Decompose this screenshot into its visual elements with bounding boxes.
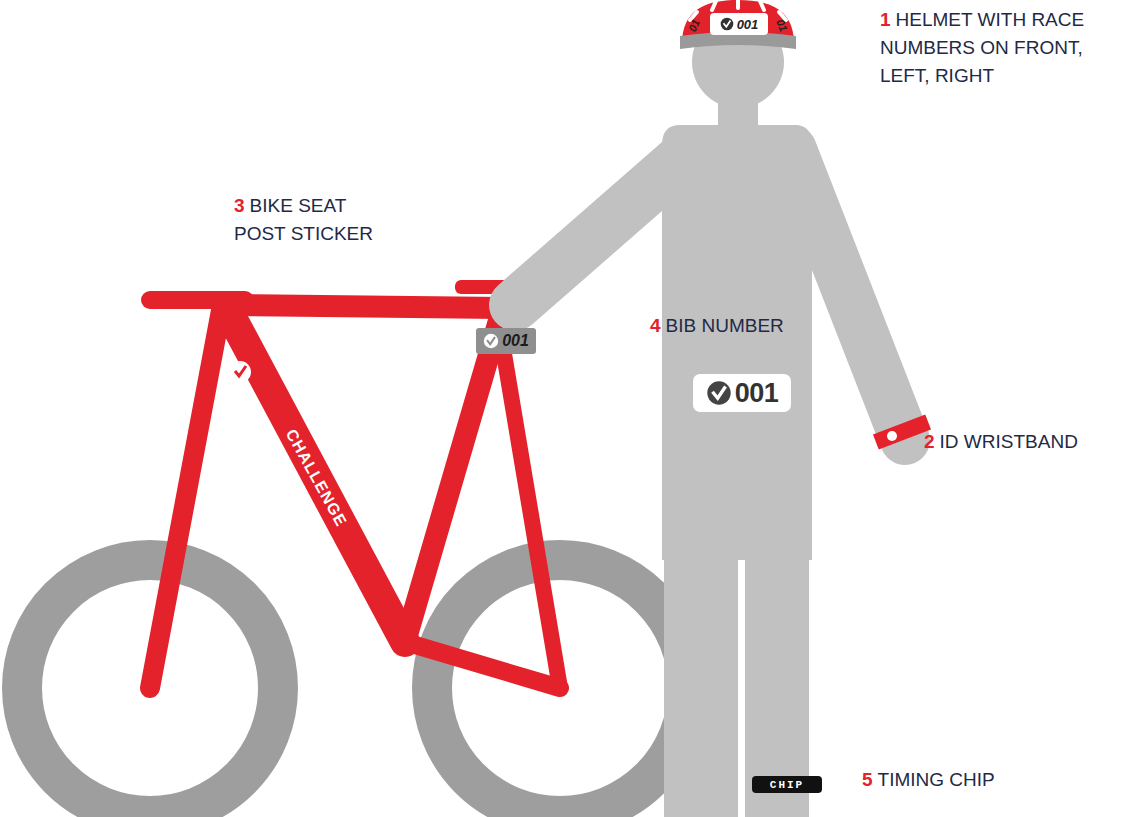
- seatstay: [500, 330, 560, 688]
- bike-frame: [150, 290, 560, 688]
- callout-label: 4BIB NUMBER: [650, 312, 850, 340]
- top-tube: [228, 305, 502, 308]
- helmet-vent: [712, 1, 716, 10]
- plate-text: 001: [737, 17, 759, 32]
- plate-text: 001: [502, 332, 529, 350]
- handlebar: [150, 291, 245, 309]
- callout-number: 1: [880, 9, 891, 30]
- wristband-logo: [887, 431, 897, 441]
- brand-logo: [483, 333, 499, 349]
- helmet-vent: [760, 1, 764, 10]
- callout-label: 1HELMET WITH RACE NUMBERS ON FRONT, LEFT…: [880, 6, 1132, 90]
- down-tube: [232, 318, 405, 642]
- brand-logo: [706, 380, 732, 406]
- logo-circle: [707, 381, 730, 404]
- callout-label: 2ID WRISTBAND: [924, 428, 1136, 456]
- plate-text: CHIP: [770, 779, 804, 791]
- logo-mark: [487, 337, 495, 344]
- logo-circle: [720, 18, 733, 31]
- logo-mark: [723, 21, 730, 27]
- wristband: [873, 414, 931, 449]
- callout-label: 5TIMING CHIP: [862, 766, 1102, 794]
- torso: [662, 125, 812, 560]
- callout-number: 4: [650, 315, 661, 336]
- plate-text: 001: [735, 378, 779, 409]
- timing-chip: CHIP: [752, 776, 822, 793]
- frame-logo-mark: [235, 366, 246, 376]
- callout-text: TIMING CHIP: [878, 769, 995, 790]
- right-leg: [745, 530, 809, 817]
- helmet-number-plate: 001: [710, 13, 768, 35]
- callout-text: BIB NUMBER: [666, 315, 784, 336]
- logo-mark: [712, 387, 725, 399]
- callout-text: HELMET WITH RACE NUMBERS ON FRONT, LEFT,…: [880, 9, 1084, 86]
- callout-text: BIKE SEAT POST STICKER: [234, 195, 373, 244]
- brand-logo: [720, 17, 734, 31]
- person-silhouette: [515, 16, 905, 817]
- bib-number: 001: [693, 374, 791, 412]
- callout-number: 3: [234, 195, 245, 216]
- callout-text: ID WRISTBAND: [940, 431, 1078, 452]
- left-leg: [664, 530, 738, 817]
- chainstay: [405, 642, 560, 688]
- fork: [150, 305, 222, 688]
- frame-brand-text-wrap: CHALLENGE: [282, 426, 350, 530]
- callout-number: 5: [862, 769, 873, 790]
- frame-brand-text: CHALLENGE: [283, 426, 351, 529]
- logo-circle: [484, 334, 498, 348]
- callout-number: 2: [924, 431, 935, 452]
- frame-logo: [229, 361, 251, 383]
- helmet-vent: [736, 0, 740, 8]
- callout-label: 3BIKE SEAT POST STICKER: [234, 192, 399, 248]
- seat-post-sticker: 001: [476, 328, 536, 354]
